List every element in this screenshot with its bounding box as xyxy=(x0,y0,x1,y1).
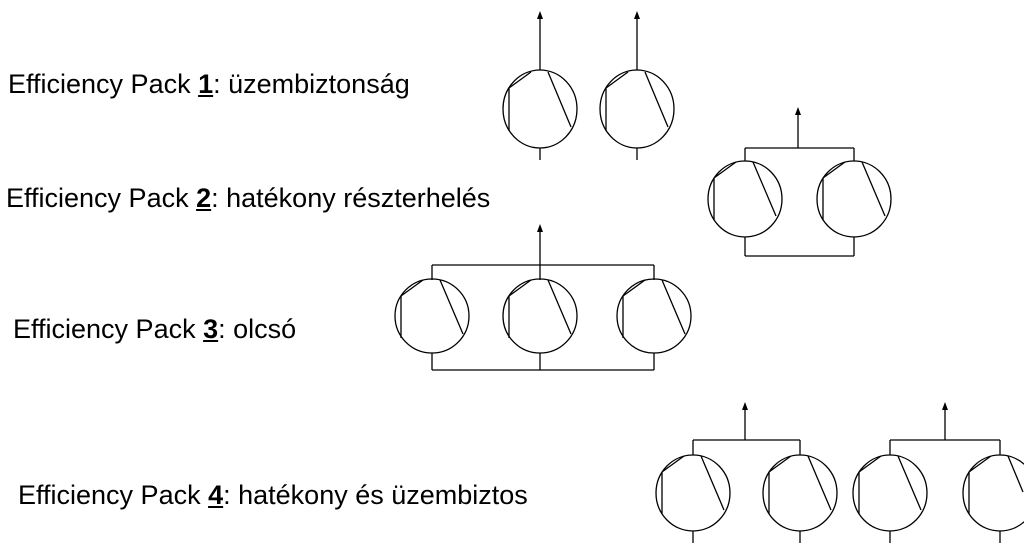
pack-2-schematic xyxy=(707,107,892,257)
pack-2-prefix: Efficiency Pack xyxy=(6,183,197,213)
pack-2-label: Efficiency Pack 2: hatékony részterhelés xyxy=(6,185,490,212)
compressor-icon xyxy=(502,278,578,354)
arrow-up-icon xyxy=(942,402,948,410)
compressor-icon xyxy=(707,160,783,238)
compressor-icon xyxy=(816,160,892,238)
arrow-up-icon xyxy=(634,11,640,19)
pack-2-suffix: : hatékony részterhelés xyxy=(211,183,491,213)
compressor-icon xyxy=(655,454,731,532)
pack-4-number: 4 xyxy=(208,480,224,510)
compressor-icon xyxy=(599,11,675,160)
compressor-icon xyxy=(616,278,692,354)
pack-4-schematic xyxy=(655,402,1024,543)
pack-1-number: 1 xyxy=(198,69,214,99)
pack-4-prefix: Efficiency Pack xyxy=(18,480,209,510)
compressor-icon xyxy=(394,278,470,354)
arrow-up-icon xyxy=(537,224,543,232)
arrow-up-icon xyxy=(537,11,543,19)
compressor-icon xyxy=(502,11,578,160)
pack-3-suffix: : olcsó xyxy=(218,314,297,344)
pack-1-label: Efficiency Pack 1: üzembiztonság xyxy=(8,71,410,98)
arrow-up-icon xyxy=(742,402,748,410)
pack-1-suffix: : üzembiztonság xyxy=(213,69,410,99)
pack-4-label: Efficiency Pack 4: hatékony és üzembizto… xyxy=(18,482,528,509)
arrow-up-icon xyxy=(795,107,801,115)
compressor-icon xyxy=(962,454,1024,532)
pack-3-schematic xyxy=(394,224,692,371)
pack-3-prefix: Efficiency Pack xyxy=(13,314,204,344)
compressor-icon xyxy=(762,454,838,532)
pack-1-schematic xyxy=(502,11,675,160)
pack-1-prefix: Efficiency Pack xyxy=(8,69,199,99)
pack-4-suffix: : hatékony és üzembiztos xyxy=(223,480,528,510)
compressor-icon xyxy=(852,454,928,532)
pack-3-number: 3 xyxy=(203,314,219,344)
pack-2-number: 2 xyxy=(196,183,212,213)
pack-3-label: Efficiency Pack 3: olcsó xyxy=(13,316,296,343)
